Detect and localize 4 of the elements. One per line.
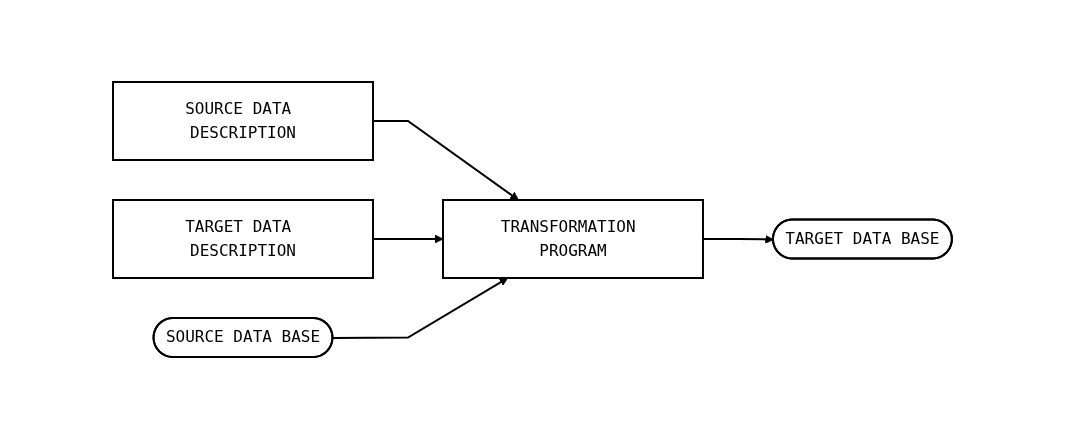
node-box: TARGET DATA DESCRIPTION xyxy=(112,199,375,279)
node-box: TRANSFORMATION PROGRAM xyxy=(442,199,705,279)
arrow xyxy=(332,277,509,339)
node-box: SOURCE DATA DESCRIPTION xyxy=(112,81,375,161)
